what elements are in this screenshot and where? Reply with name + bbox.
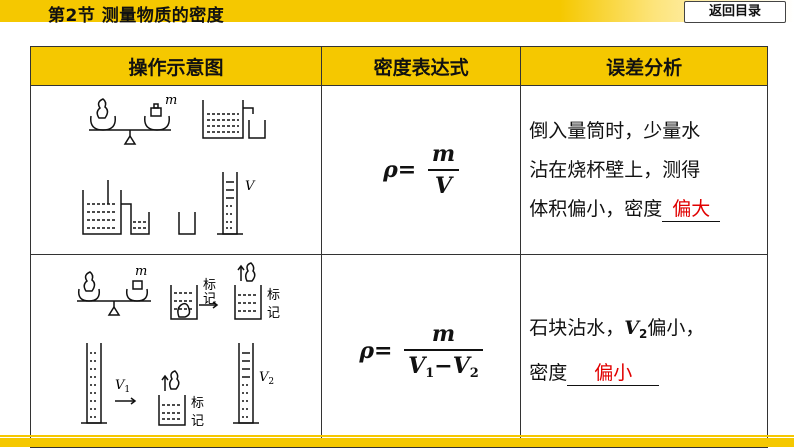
beaker-refill-icon bbox=[158, 370, 186, 426]
mark-label-1a: 标 bbox=[203, 278, 216, 293]
diagram-cell: m 标 记 bbox=[30, 254, 322, 448]
volume-label-v2: V2 bbox=[259, 370, 274, 387]
rho-symbol: ρ bbox=[383, 157, 398, 183]
table-row: m 标 记 bbox=[30, 254, 768, 448]
procedure-diagram-2: m 标 记 bbox=[77, 262, 280, 429]
beaker-icon bbox=[202, 100, 266, 139]
beaker-with-stone-icon bbox=[170, 285, 219, 320]
graduated-cylinder-v2-icon bbox=[233, 343, 259, 424]
mark-label-3a: 标 bbox=[191, 396, 204, 411]
fraction-numerator: m bbox=[431, 321, 456, 347]
error-analysis-cell: 倒入量筒时，少量水 沾在烧杯壁上，测得 体积偏小，密度偏大 bbox=[520, 85, 768, 255]
mark-label-3b: 记 bbox=[191, 414, 204, 429]
volume-label-v1: V1 bbox=[115, 378, 130, 395]
balance-icon bbox=[77, 271, 151, 316]
diagram-cell: m bbox=[30, 85, 322, 255]
header-bar: 第2节 测量物质的密度 返回目录 bbox=[0, 0, 794, 26]
mass-label-m: m bbox=[135, 264, 147, 279]
analysis-line: 石块沾水，V2偏小， bbox=[529, 317, 705, 341]
procedure-diagram-1: m bbox=[82, 93, 266, 235]
analysis-line: 沾在烧杯壁上，测得 bbox=[529, 158, 701, 181]
mark-label-1b: 记 bbox=[203, 292, 216, 307]
analysis-line: 体积偏小，密度偏大 bbox=[529, 190, 761, 229]
mass-label-m: m bbox=[165, 93, 177, 108]
equals-sign: = bbox=[374, 338, 393, 364]
formula-cell: ρ= m V1−V2 bbox=[320, 254, 522, 448]
volume-label-v: V bbox=[245, 179, 256, 194]
table-row: m bbox=[30, 85, 768, 255]
graduated-cylinder-v1-icon bbox=[81, 343, 137, 424]
analysis-line: 倒入量筒时，少量水 bbox=[529, 119, 701, 142]
analysis-line: 密度偏小 bbox=[529, 354, 761, 393]
beaker-stone-removed-icon bbox=[234, 262, 262, 320]
answer-blank: 偏大 bbox=[662, 197, 721, 222]
pour-scene-icon bbox=[82, 180, 196, 235]
graduated-cylinder-icon bbox=[217, 172, 243, 235]
fraction-numerator: m bbox=[431, 141, 456, 167]
mark-label-2a: 标 bbox=[267, 288, 280, 303]
page-title: 第2节 测量物质的密度 bbox=[48, 6, 225, 26]
fraction-denominator: V1−V2 bbox=[404, 349, 483, 381]
density-measurement-table: 操作示意图 密度表达式 误差分析 m bbox=[30, 46, 768, 448]
density-fraction: m V bbox=[427, 141, 460, 199]
back-to-contents-button[interactable]: 返回目录 bbox=[684, 1, 786, 23]
equals-sign: = bbox=[397, 157, 417, 183]
rho-symbol: ρ bbox=[359, 338, 375, 364]
formula-cell: ρ= m V bbox=[320, 85, 522, 255]
footer-bar bbox=[0, 435, 794, 447]
density-fraction: m V1−V2 bbox=[404, 321, 483, 381]
column-header-analysis: 误差分析 bbox=[520, 46, 768, 86]
answer-blank: 偏小 bbox=[567, 361, 660, 386]
balance-icon bbox=[89, 98, 171, 145]
column-header-formula: 密度表达式 bbox=[320, 46, 522, 86]
mark-label-2b: 记 bbox=[267, 306, 280, 321]
error-analysis-cell: 石块沾水，V2偏小， 密度偏小 bbox=[520, 254, 768, 448]
column-header-diagram: 操作示意图 bbox=[30, 46, 322, 86]
table-header-row: 操作示意图 密度表达式 误差分析 bbox=[30, 46, 768, 86]
fraction-denominator: V bbox=[427, 169, 460, 199]
